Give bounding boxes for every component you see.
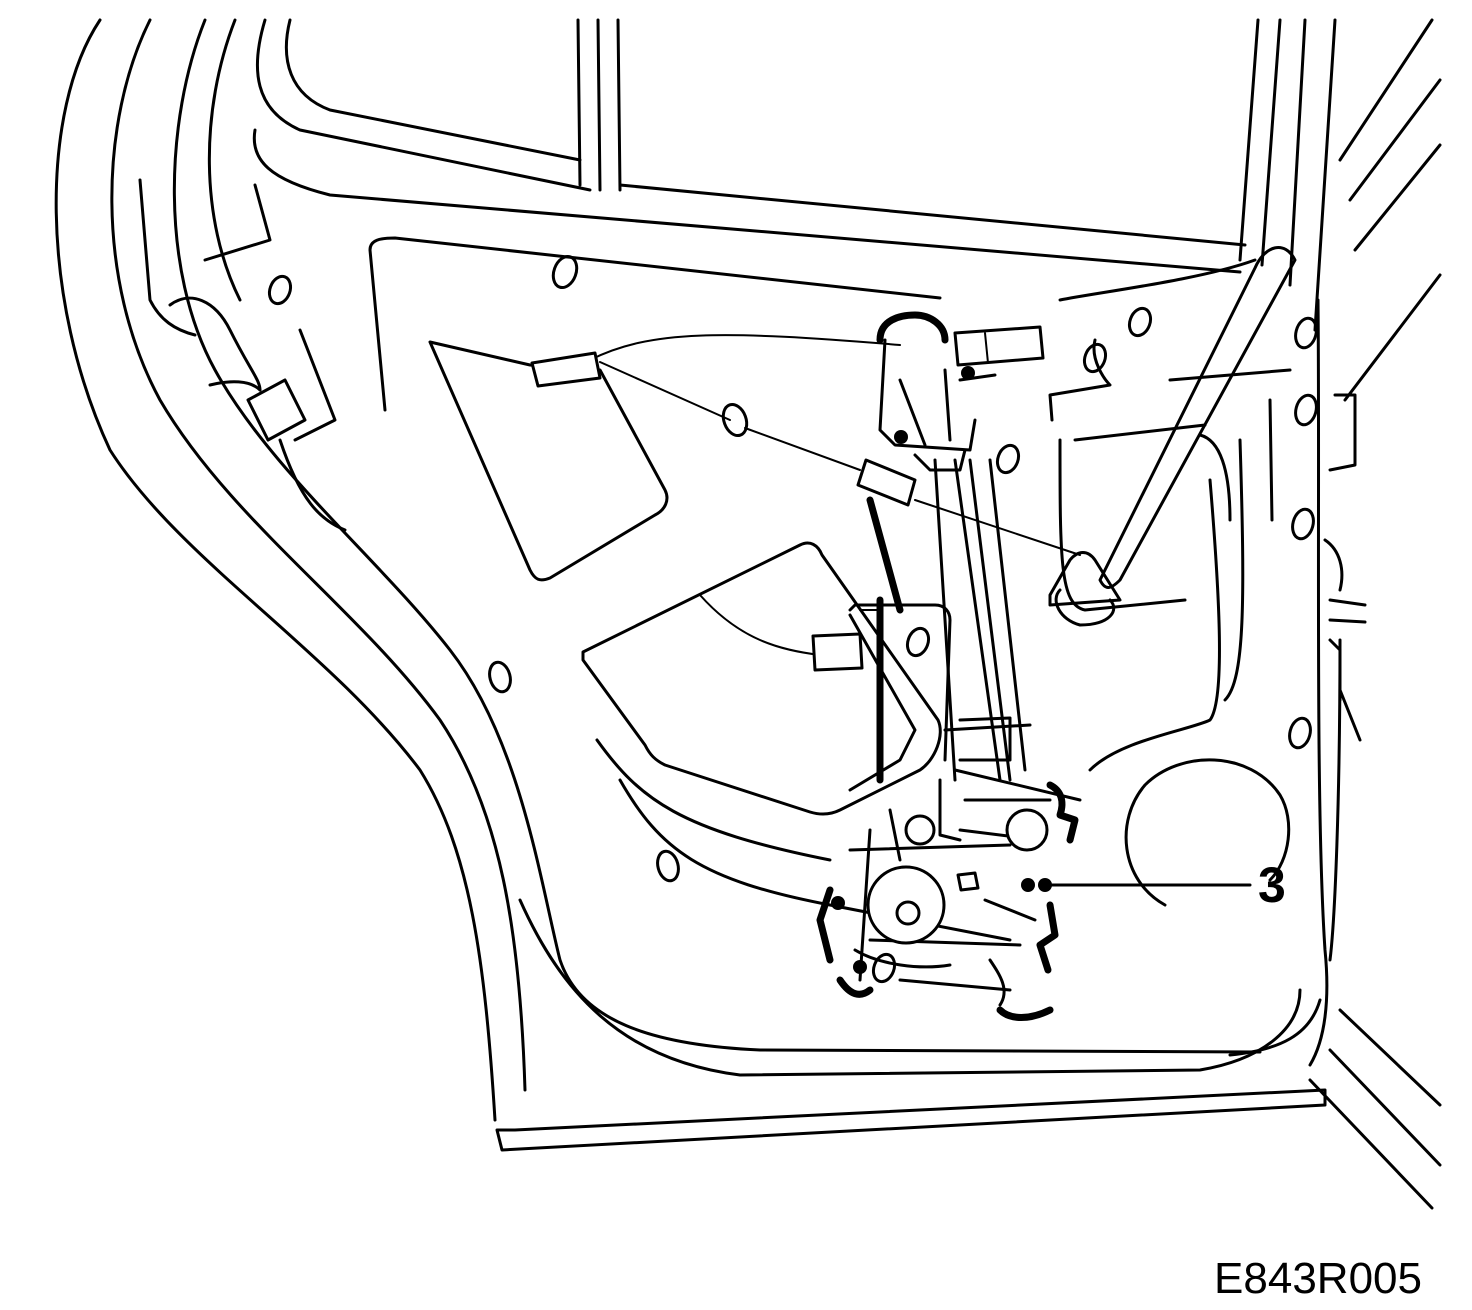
speaker-opening: [1124, 758, 1291, 907]
door-sill-and-right-edge: [495, 298, 1442, 1210]
door-outer-edges: [54, 18, 1262, 1122]
window-frame-pillars: [576, 18, 1442, 402]
mounting-holes: [267, 255, 1318, 984]
figure-id: E843R005: [1214, 1254, 1422, 1303]
rear-guide-rail: [1048, 246, 1297, 627]
window-regulator: [816, 311, 1082, 1021]
callout-3-point: [1038, 878, 1052, 892]
access-openings: [428, 340, 942, 816]
right-pillar-bracket: [1323, 393, 1357, 702]
callout-3: 3: [1038, 857, 1286, 913]
left-harness: [138, 178, 347, 532]
cable-connectors: [530, 325, 1045, 672]
callout-3-label: 3: [1258, 857, 1286, 913]
inner-panel-contours: [368, 236, 1322, 1077]
